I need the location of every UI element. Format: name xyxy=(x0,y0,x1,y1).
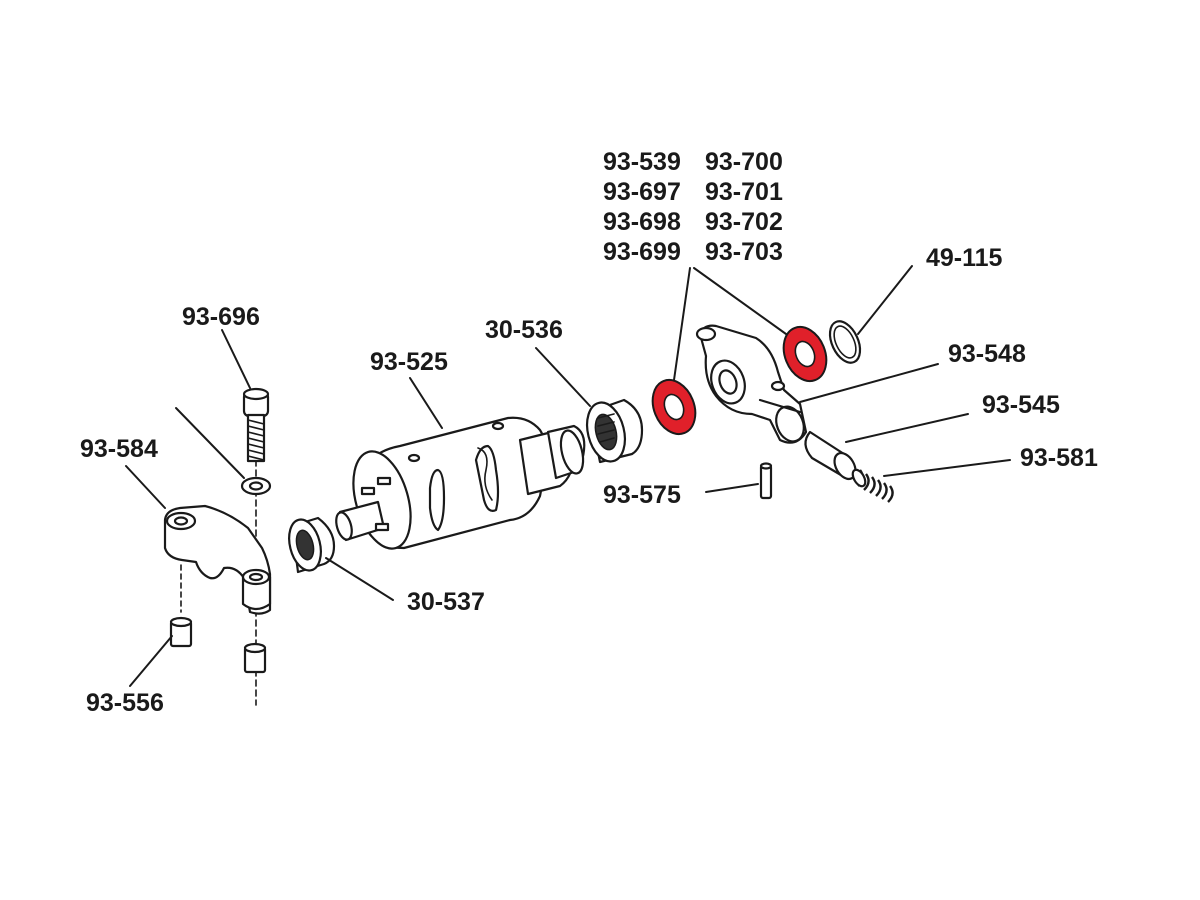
right-bearing-label: 30-536 xyxy=(485,316,563,344)
leader-left-arm xyxy=(125,465,166,509)
leader-right-bearing xyxy=(535,347,591,407)
leader-right-arm xyxy=(799,363,939,403)
highlighted-washer-left[interactable] xyxy=(645,374,703,441)
o-ring-label: 49-115 xyxy=(926,244,1003,272)
bolt-part[interactable] xyxy=(242,387,270,463)
leader-o-ring xyxy=(857,265,913,335)
dowel-part-right xyxy=(243,642,267,674)
leader-bolt-washer xyxy=(175,407,245,479)
drum-label: 93-525 xyxy=(370,348,448,376)
leader-bolt xyxy=(221,329,251,389)
leader-spring xyxy=(883,459,1011,477)
left-arm-label: 93-584 xyxy=(80,435,158,463)
right-arm-label: 93-548 xyxy=(948,340,1026,368)
washer-label-5: 93-700 xyxy=(705,148,783,176)
leader-drum xyxy=(409,377,443,429)
sleeve-part[interactable] xyxy=(804,430,859,483)
highlighted-washer-right[interactable] xyxy=(776,321,834,388)
leader-left-bearing xyxy=(325,557,394,601)
washer-label-8: 93-703 xyxy=(705,238,783,266)
washer-label-1: 93-539 xyxy=(603,148,681,176)
left-bearing-label: 30-537 xyxy=(407,588,485,616)
right-bearing-part[interactable] xyxy=(581,398,644,466)
leader-washer-left xyxy=(673,267,691,381)
bolt-washer-part xyxy=(240,476,272,496)
sleeve-label: 93-545 xyxy=(982,391,1060,419)
leader-dowel xyxy=(129,635,173,687)
washer-label-7: 93-702 xyxy=(705,208,783,236)
dowel-label: 93-556 xyxy=(86,689,164,717)
o-ring-part[interactable] xyxy=(824,317,866,368)
leader-pin xyxy=(705,483,759,493)
spring-label: 93-581 xyxy=(1020,444,1098,472)
washer-label-6: 93-701 xyxy=(705,178,783,206)
left-arm-part[interactable] xyxy=(163,504,272,615)
shift-drum-part[interactable] xyxy=(333,416,587,555)
pin-part[interactable] xyxy=(759,462,773,500)
leader-washer-right xyxy=(693,267,787,335)
washer-label-4: 93-699 xyxy=(603,238,681,266)
right-arm-part[interactable] xyxy=(695,324,809,446)
pin-label: 93-575 xyxy=(603,481,681,509)
leader-sleeve xyxy=(845,413,969,443)
left-bearing-part[interactable] xyxy=(284,516,336,574)
spring-part[interactable] xyxy=(850,468,894,503)
bolt-label: 93-696 xyxy=(182,303,260,331)
washer-label-3: 93-698 xyxy=(603,208,681,236)
washer-label-2: 93-697 xyxy=(603,178,681,206)
dowel-part-left[interactable] xyxy=(169,616,193,648)
